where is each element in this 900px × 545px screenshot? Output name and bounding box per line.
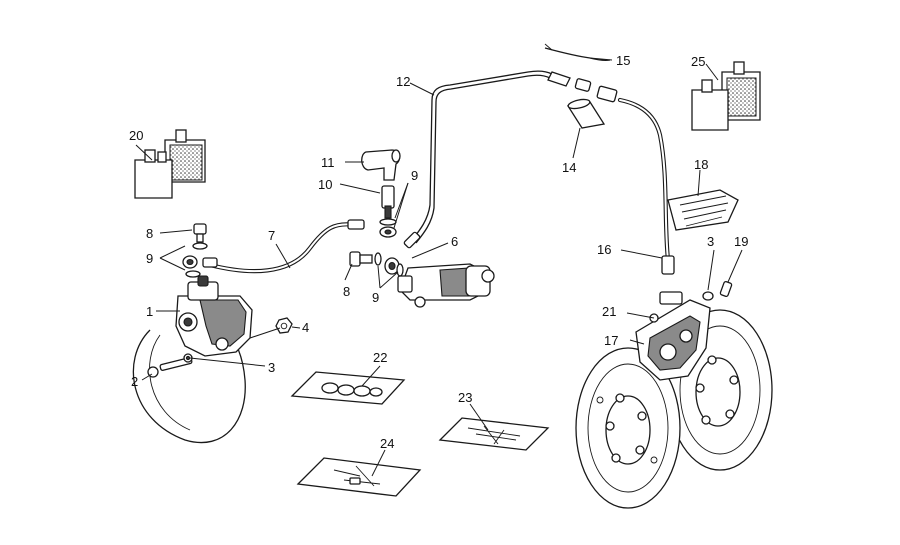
leader-lines xyxy=(135,57,743,477)
retaining-spring xyxy=(544,43,611,62)
rear-brake-disc xyxy=(132,329,246,444)
callout-11: 11 xyxy=(321,155,335,170)
callout-12: 12 xyxy=(396,74,410,89)
callout-25: 25 xyxy=(691,54,705,69)
callout-23: 23 xyxy=(458,390,472,405)
banjo-bolt-rear xyxy=(182,223,208,278)
rear-master-cylinder xyxy=(397,263,495,308)
callout-15: 15 xyxy=(616,53,630,68)
callout-9-bottom: 9 xyxy=(372,290,379,305)
callout-16: 16 xyxy=(597,242,611,257)
banjo-bolt-master xyxy=(349,251,404,277)
pad-shim xyxy=(667,189,739,231)
front-brake-caliper xyxy=(635,291,711,381)
callout-8-left: 8 xyxy=(146,226,153,241)
front-brake-hose xyxy=(617,97,675,275)
repair-kit xyxy=(296,457,422,497)
callout-20: 20 xyxy=(129,128,143,143)
caliper-bolt xyxy=(147,353,193,378)
rear-brake-hose xyxy=(202,219,365,274)
rear-brake-pads xyxy=(134,129,206,199)
callout-9-left: 9 xyxy=(146,251,153,266)
front-brake-disc-front xyxy=(575,347,681,509)
callout-1: 1 xyxy=(146,304,153,319)
callout-4: 4 xyxy=(302,320,309,335)
callout-3-left: 3 xyxy=(268,360,275,375)
protective-sleeve xyxy=(566,98,606,129)
piston-kit xyxy=(438,417,550,451)
front-brake-pipe xyxy=(403,70,571,249)
caliper-nut xyxy=(275,317,293,334)
callout-14: 14 xyxy=(562,160,576,175)
callout-6: 6 xyxy=(451,234,458,249)
callout-labels: 1 2 3 3 4 6 7 8 8 9 9 9 10 11 12 14 15 1… xyxy=(129,53,748,451)
callout-10: 10 xyxy=(318,177,332,192)
callout-3-right: 3 xyxy=(707,234,714,249)
front-brake-pads xyxy=(691,61,761,131)
callout-18: 18 xyxy=(694,157,708,172)
brake-light-switch xyxy=(379,185,397,238)
switch-cap xyxy=(361,149,401,181)
callout-22: 22 xyxy=(373,350,387,365)
callout-19: 19 xyxy=(734,234,748,249)
front-caliper-bolt xyxy=(702,280,733,301)
callout-2: 2 xyxy=(131,374,138,389)
seal-kit xyxy=(290,371,406,405)
callout-17: 17 xyxy=(604,333,618,348)
callout-9-top: 9 xyxy=(411,168,418,183)
pipe-union xyxy=(574,78,618,103)
callout-8-right: 8 xyxy=(343,284,350,299)
callout-7: 7 xyxy=(268,228,275,243)
rear-brake-caliper xyxy=(175,275,253,357)
callout-24: 24 xyxy=(380,436,394,451)
callout-21: 21 xyxy=(602,304,616,319)
